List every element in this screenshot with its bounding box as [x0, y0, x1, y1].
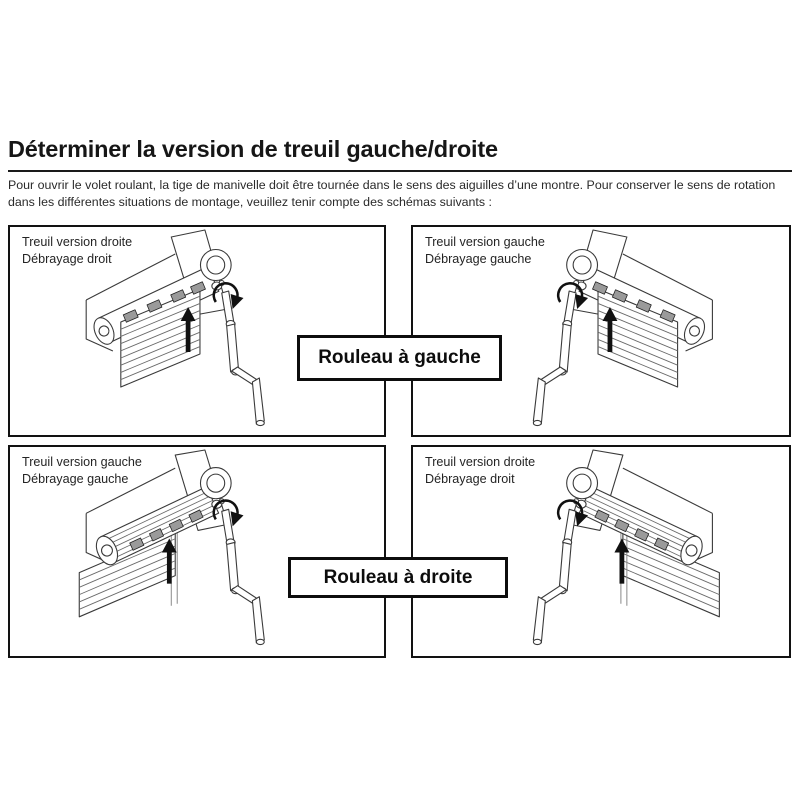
caption-line1: Treuil version gauche [425, 235, 545, 249]
callout-roll-right-label: Rouleau à droite [323, 566, 473, 588]
panel-winch-left-roll-right: Treuil version gauche Débrayage gauche [8, 445, 386, 658]
caption-line2: Débrayage droit [22, 251, 112, 266]
panel-caption: Treuil version droite Débrayage droit [425, 454, 535, 487]
panel-caption: Treuil version gauche Débrayage gauche [425, 234, 545, 267]
caption-line2: Débrayage gauche [425, 251, 532, 266]
caption-line1: Treuil version droite [425, 455, 536, 469]
panel-caption: Treuil version gauche Débrayage gauche [22, 454, 142, 487]
page-title: Déterminer la version de treuil gauche/d… [8, 136, 498, 162]
callout-roll-left: Rouleau à gauche [297, 335, 502, 381]
panel-winch-right-roll-right: Treuil version droite Débrayage droit [411, 445, 791, 658]
caption-line1: Treuil version gauche [22, 455, 142, 469]
panel-caption: Treuil version droite Débrayage droit [22, 234, 132, 267]
panel-winch-right-roll-left: Treuil version droite Débrayage droit [8, 225, 386, 437]
caption-line1: Treuil version droite [22, 235, 133, 249]
caption-line2: Débrayage gauche [22, 471, 129, 486]
callout-roll-left-label: Rouleau à gauche [318, 347, 481, 368]
title-divider [8, 170, 792, 172]
intro-paragraph: Pour ouvrir le volet roulant, la tige de… [8, 178, 776, 209]
caption-line2: Débrayage droit [425, 471, 515, 486]
callout-roll-right: Rouleau à droite [288, 557, 508, 598]
panel-winch-left-roll-left: Treuil version gauche Débrayage gauche [411, 225, 791, 437]
